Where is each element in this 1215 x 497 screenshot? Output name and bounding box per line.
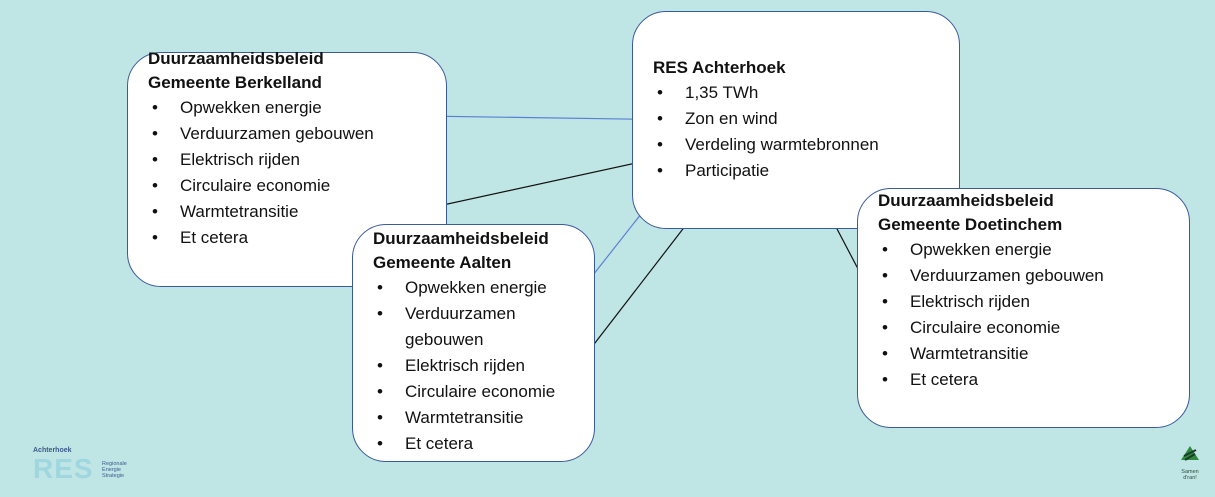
res-logo-subtext: Regionale Energie Strategie bbox=[102, 461, 127, 479]
aalten-box: Duurzaamheidsbeleid Gemeente Aalten Opwe… bbox=[352, 224, 595, 462]
aalten-list: Opwekken energie Verduurzamen gebouwen E… bbox=[373, 275, 594, 457]
res-item: Verdeling warmtebronnen bbox=[653, 132, 959, 158]
berkelland-item: Verduurzamen gebouwen bbox=[148, 121, 446, 147]
res-logo-big-text: RES bbox=[33, 453, 94, 484]
aalten-item: Elektrisch rijden bbox=[373, 353, 594, 379]
res-achterhoek-logo: Achterhoek RES Regionale Energie Strateg… bbox=[33, 447, 143, 491]
berkelland-title-line1: Duurzaamheidsbeleid bbox=[148, 49, 324, 68]
doetinchem-item: Verduurzamen gebouwen bbox=[878, 263, 1189, 289]
samen-logo: Samen d'ran! bbox=[1170, 444, 1210, 492]
res-logo-sub-line3: Strategie bbox=[102, 473, 125, 479]
doetinchem-box: Duurzaamheidsbeleid Gemeente Doetinchem … bbox=[857, 188, 1190, 428]
berkelland-item: Warmtetransitie bbox=[148, 199, 446, 225]
aalten-item: Warmtetransitie bbox=[373, 405, 594, 431]
berkelland-item: Circulaire economie bbox=[148, 173, 446, 199]
res-item: Zon en wind bbox=[653, 106, 959, 132]
aalten-item: Circulaire economie bbox=[373, 379, 594, 405]
aalten-title-line1: Duurzaamheidsbeleid bbox=[373, 229, 549, 248]
doetinchem-item: Elektrisch rijden bbox=[878, 289, 1189, 315]
aalten-title-line2: Gemeente Aalten bbox=[373, 253, 512, 272]
doetinchem-item: Opwekken energie bbox=[878, 237, 1189, 263]
aalten-item: Et cetera bbox=[373, 431, 594, 457]
doetinchem-item: Circulaire economie bbox=[878, 315, 1189, 341]
res-logo-small-text: Achterhoek bbox=[33, 447, 72, 454]
res-title: RES Achterhoek bbox=[653, 58, 786, 77]
samen-leaf-icon bbox=[1181, 446, 1199, 461]
res-list: 1,35 TWh Zon en wind Verdeling warmtebro… bbox=[653, 80, 959, 184]
berkelland-item: Elektrisch rijden bbox=[148, 147, 446, 173]
berkelland-item: Et cetera bbox=[148, 225, 446, 251]
doetinchem-item: Warmtetransitie bbox=[878, 341, 1189, 367]
res-logo-sub-line1: Regionale bbox=[102, 461, 127, 467]
res-item: 1,35 TWh bbox=[653, 80, 959, 106]
samen-logo-line2: d'ran! bbox=[1183, 475, 1197, 481]
berkelland-list: Opwekken energie Verduurzamen gebouwen E… bbox=[148, 95, 446, 251]
aalten-item: Verduurzamen gebouwen bbox=[373, 301, 594, 353]
aalten-item: Opwekken energie bbox=[373, 275, 594, 301]
berkelland-item: Opwekken energie bbox=[148, 95, 446, 121]
res-logo-sub-line2: Energie bbox=[102, 467, 121, 473]
res-item: Participatie bbox=[653, 158, 959, 184]
doetinchem-list: Opwekken energie Verduurzamen gebouwen E… bbox=[878, 237, 1189, 393]
doetinchem-title-line1: Duurzaamheidsbeleid bbox=[878, 191, 1054, 210]
berkelland-title-line2: Gemeente Berkelland bbox=[148, 73, 322, 92]
samen-logo-line1: Samen bbox=[1181, 469, 1199, 475]
doetinchem-item: Et cetera bbox=[878, 367, 1189, 393]
doetinchem-title-line2: Gemeente Doetinchem bbox=[878, 215, 1063, 234]
